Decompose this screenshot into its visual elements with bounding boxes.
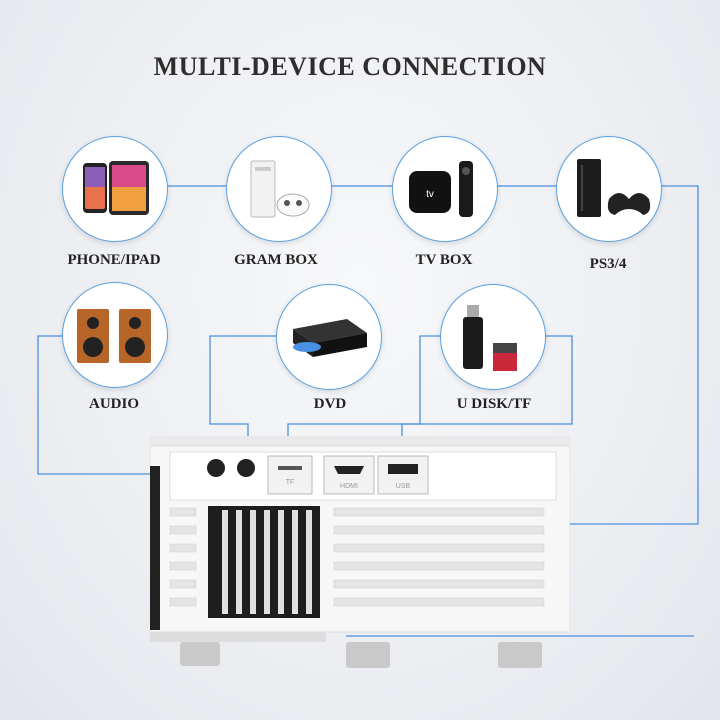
projector-rear-panel: TF HDMI USB bbox=[150, 436, 570, 668]
tf-port-label: TF bbox=[286, 479, 295, 486]
device-label: U DISK/TF bbox=[456, 396, 532, 412]
usb-port-label: USB bbox=[396, 483, 411, 490]
phone-ipad-icon bbox=[62, 136, 168, 242]
usb-tf-icon bbox=[440, 284, 546, 390]
device-label: AUDIO bbox=[88, 396, 139, 412]
dvd-player-icon bbox=[276, 284, 382, 390]
device-label: DVD bbox=[313, 396, 347, 412]
hdmi-port-label: HDMI bbox=[340, 483, 358, 490]
speakers-icon bbox=[62, 282, 168, 388]
game-console-icon bbox=[226, 136, 332, 242]
device-label: PS3/4 bbox=[589, 256, 627, 272]
device-label: TV BOX bbox=[415, 252, 473, 268]
ps-console-icon bbox=[556, 136, 662, 242]
tv-box-icon: tv bbox=[392, 136, 498, 242]
page-title: MULTI-DEVICE CONNECTION bbox=[153, 52, 547, 81]
svg-text:tv: tv bbox=[426, 189, 434, 200]
device-label: PHONE/IPAD bbox=[67, 252, 161, 268]
device-label: GRAM BOX bbox=[234, 252, 318, 268]
